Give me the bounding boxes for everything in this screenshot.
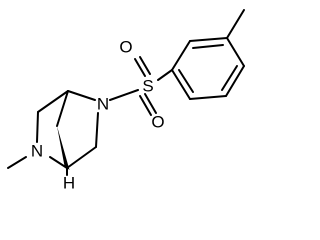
bond-ring-methyl bbox=[226, 9, 245, 39]
tolyl-ring bbox=[171, 9, 245, 100]
ring-bond-2 bbox=[189, 37, 228, 42]
chemical-structure-diagram: N N S O O H bbox=[7, 9, 245, 193]
atom-label-oxygen-bottom: O bbox=[151, 113, 164, 132]
bond-s-o-top-1 bbox=[134, 58, 146, 77]
bond-n-methyl-c3 bbox=[49, 156, 68, 169]
bond-n-methyl-ch3 bbox=[7, 156, 27, 169]
bond-n-sulfonyl-c4 bbox=[95, 112, 99, 148]
ring-inner-double-3 bbox=[178, 69, 194, 93]
bond-s-o-bottom-1 bbox=[139, 95, 152, 116]
ring-inner-double-1 bbox=[192, 44, 224, 49]
ring-bond-3 bbox=[226, 37, 245, 67]
atom-label-n-sulfonyl: N bbox=[97, 95, 109, 114]
atom-label-sulfur: S bbox=[142, 77, 153, 96]
ring-bond-5 bbox=[189, 95, 227, 100]
bond-s-aryl bbox=[157, 69, 173, 81]
bond-c1-bridge bbox=[56, 90, 69, 127]
atom-label-oxygen-top: O bbox=[119, 38, 132, 57]
atom-label-n-methyl: N bbox=[31, 142, 43, 161]
ring-bond-4 bbox=[225, 65, 245, 97]
bond-s-o-bottom-2 bbox=[144, 93, 157, 114]
bond-s-o-top-2 bbox=[139, 56, 151, 75]
wedge-bond-bridge bbox=[57, 126, 70, 170]
atom-label-bridgehead-h: H bbox=[63, 174, 75, 193]
sulfonyl-group bbox=[109, 56, 173, 116]
bond-c1-n-sulfonyl bbox=[67, 90, 96, 101]
bicyclic-core bbox=[36, 90, 99, 176]
bond-c1-c2 bbox=[37, 90, 69, 113]
bond-c4-c3 bbox=[66, 146, 97, 169]
bond-n-s bbox=[109, 89, 139, 101]
ring-inner-double-2 bbox=[221, 65, 238, 91]
ring-bond-1 bbox=[171, 40, 191, 71]
ring-bond-6 bbox=[171, 69, 191, 100]
bond-c2-n-methyl bbox=[36, 111, 39, 143]
